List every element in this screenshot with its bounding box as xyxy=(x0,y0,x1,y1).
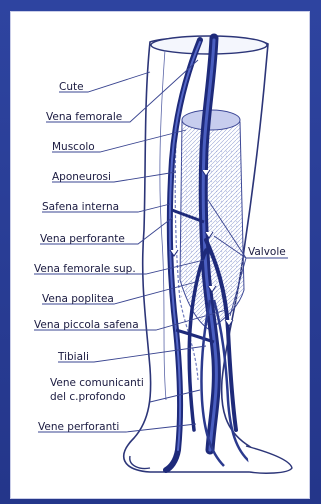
label-vena-femorale: Vena femorale xyxy=(46,111,122,123)
label-vene-perforanti: Vene perforanti xyxy=(38,421,119,433)
foot-toes xyxy=(246,446,292,473)
label-safena-interna: Safena interna xyxy=(42,201,119,213)
label-del-c-profondo: del c.profondo xyxy=(50,391,126,403)
label-aponeurosi: Aponeurosi xyxy=(52,171,111,183)
label-vena-femorale-sup: Vena femorale sup. xyxy=(34,263,136,275)
label-vene-comunicanti: Vene comunicanti xyxy=(50,377,144,389)
label-vena-poplitea: Vena poplitea xyxy=(42,293,114,305)
label-vena-piccola-safena: Vena piccola safena xyxy=(34,319,139,331)
label-vena-perforante: Vena perforante xyxy=(40,233,125,245)
label-muscolo: Muscolo xyxy=(52,141,95,153)
label-cute: Cute xyxy=(59,81,84,93)
label-tibiali: Tibiali xyxy=(57,351,89,363)
label-valvole: Valvole xyxy=(248,246,286,258)
